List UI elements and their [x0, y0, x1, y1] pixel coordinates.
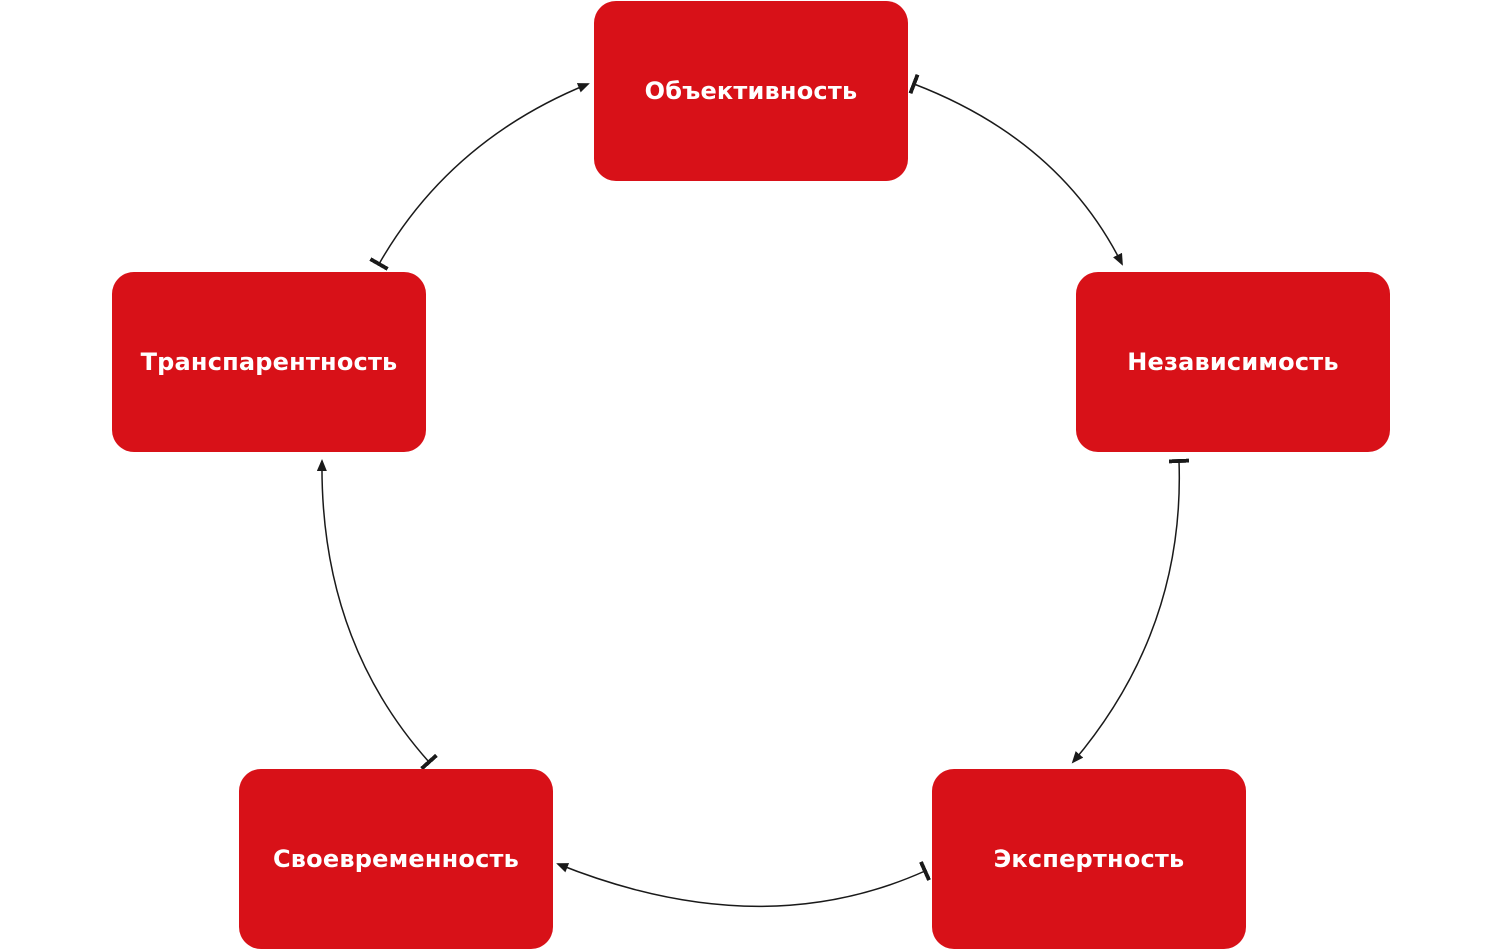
node-timeliness: Своевременность: [239, 769, 553, 949]
node-transparency: Транспарентность: [112, 272, 426, 452]
node-objectivity-label: Объективность: [644, 77, 858, 105]
node-independence: Независимость: [1076, 272, 1390, 452]
connector-left-to-top: [369, 83, 590, 271]
node-timeliness-label: Своевременность: [272, 845, 520, 873]
connector-bottom-right-to-bottom-left: [556, 861, 931, 907]
connector-bottom-left-to-left: [316, 459, 438, 771]
node-transparency-label: Транспарентность: [140, 348, 398, 376]
node-independence-label: Независимость: [1127, 348, 1339, 376]
node-expertise: Экспертность: [932, 769, 1246, 949]
connector-right-to-bottom-right: [1071, 458, 1190, 764]
node-expertise-label: Экспертность: [993, 845, 1185, 873]
connector-top-to-right: [908, 73, 1123, 266]
node-objectivity: Объективность: [594, 1, 908, 181]
